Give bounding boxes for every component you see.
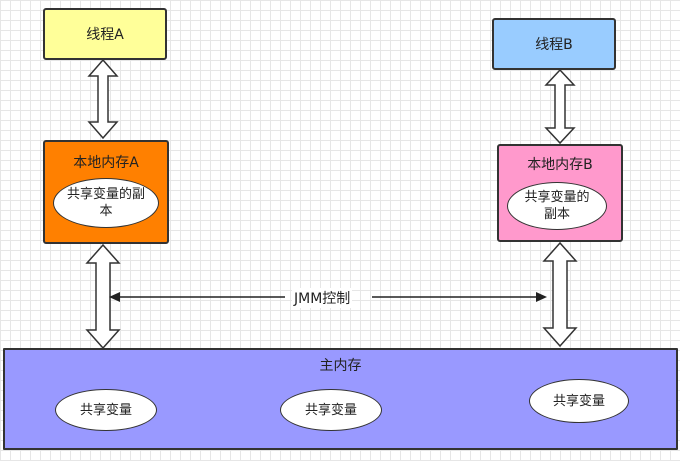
bidirectional-arrow-thread-b-local-b <box>544 68 576 145</box>
shared-variable-3: 共享变量 <box>529 379 629 423</box>
main-memory-label: 主内存 <box>319 358 362 374</box>
main-memory-node: 主内存 共享变量 共享变量 共享变量 <box>3 348 678 450</box>
shared-variable-copy-b-label: 共享变量的副本 <box>524 190 590 222</box>
shared-variable-2-label: 共享变量 <box>304 402 357 418</box>
local-memory-a-label: 本地内存A <box>73 155 139 171</box>
jmm-arrowhead-right <box>536 292 547 302</box>
thread-a-node: 线程A <box>43 8 167 60</box>
shared-variable-copy-a: 共享变量的副本 <box>53 178 159 228</box>
jmm-arrowhead-left <box>109 292 120 302</box>
shared-variable-3-label: 共享变量 <box>552 393 605 409</box>
shared-variable-1-label: 共享变量 <box>79 402 132 418</box>
jmm-control-label: JMM控制 <box>292 288 353 308</box>
bidirectional-arrow-thread-a-local-a <box>87 58 119 140</box>
local-memory-a-node: 本地内存A 共享变量的副本 <box>43 140 169 244</box>
thread-b-node: 线程B <box>492 18 616 70</box>
shared-variable-copy-b: 共享变量的副本 <box>507 182 607 230</box>
local-memory-b-node: 本地内存B 共享变量的副本 <box>497 144 623 242</box>
thread-b-label: 线程B <box>535 37 573 53</box>
thread-a-label: 线程A <box>86 27 124 43</box>
local-memory-b-label: 本地内存B <box>527 157 593 173</box>
shared-variable-2: 共享变量 <box>280 389 382 431</box>
bidirectional-arrow-local-b-main <box>542 241 578 348</box>
shared-variable-1: 共享变量 <box>55 389 157 431</box>
bidirectional-arrow-local-a-main <box>85 243 121 350</box>
shared-variable-copy-a-label: 共享变量的副本 <box>66 187 145 219</box>
